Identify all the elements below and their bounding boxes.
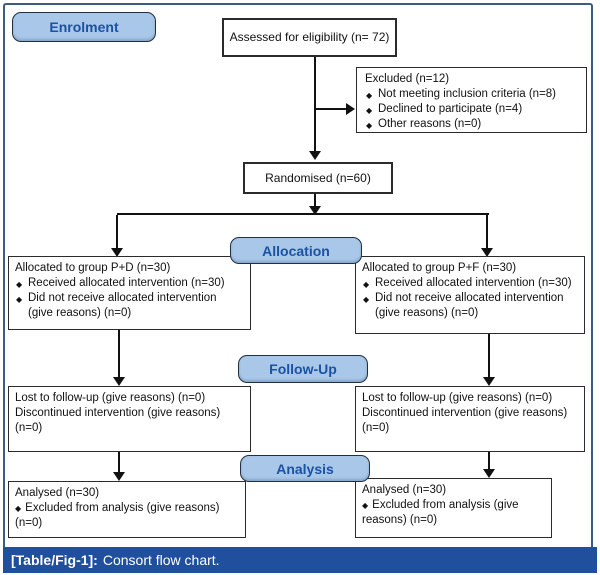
diamond-bullet-icon: ◆	[16, 295, 23, 304]
arrowhead-to-branch	[309, 206, 321, 215]
arrowhead-to-follow-left	[113, 377, 125, 386]
connector-branch-left	[116, 215, 118, 249]
box-analysed-left: Analysed (n=30) ◆Excluded from analysis …	[8, 481, 246, 538]
follow-left-line: Lost to follow-up (give reasons) (n=0)	[15, 392, 206, 404]
connector-alloc-follow-left	[118, 330, 120, 377]
follow-right-line: Lost to follow-up (give reasons) (n=0)	[362, 392, 553, 404]
arrowhead-to-alloc-left	[111, 248, 123, 257]
alloc-left-title: Allocated to group P+D (n=30)	[15, 262, 171, 274]
randomised-text: Randomised (n=60)	[265, 170, 371, 185]
box-followup-right: Lost to follow-up (give reasons) (n=0) D…	[355, 386, 585, 452]
figure-caption-bar: [Table/Fig-1]: Consort flow chart.	[3, 547, 597, 573]
arrowhead-to-analysis-right	[483, 469, 495, 478]
box-allocated-left: Allocated to group P+D (n=30) ◆Received …	[8, 256, 251, 330]
stage-label-enrolment-text: Enrolment	[49, 19, 119, 35]
connector-branch-right	[486, 215, 488, 249]
alloc-left-item: ◆Received allocated intervention (n=30)	[15, 276, 244, 291]
excluded-title: Excluded (n=12)	[365, 73, 450, 85]
connector-randomised-branch	[314, 194, 316, 207]
analysis-right-title: Analysed (n=30)	[362, 484, 447, 496]
figure-caption-text: Consort flow chart.	[102, 552, 220, 568]
diamond-bullet-icon: ◆	[366, 106, 373, 115]
diamond-bullet-icon: ◆	[366, 91, 373, 100]
stage-label-allocation-text: Allocation	[262, 242, 330, 259]
analysis-left-title: Analysed (n=30)	[15, 487, 100, 499]
box-analysed-right: Analysed (n=30) ◆Excluded from analysis …	[355, 478, 552, 538]
follow-left-line: Discontinued intervention (give reasons)…	[15, 407, 221, 434]
arrowhead-to-analysis-left	[113, 472, 125, 481]
box-randomised: Randomised (n=60)	[243, 162, 393, 194]
box-assessed-for-eligibility: Assessed for eligibility (n= 72)	[222, 18, 397, 57]
alloc-right-title: Allocated to group P+F (n=30)	[362, 262, 517, 274]
diamond-bullet-icon: ◆	[16, 280, 23, 289]
excluded-item: ◆Declined to participate (n=4)	[365, 102, 578, 117]
connector-follow-analysis-right	[488, 452, 490, 470]
follow-right-line: Discontinued intervention (give reasons)…	[362, 407, 568, 434]
stage-label-analysis: Analysis	[240, 455, 370, 482]
box-allocated-right: Allocated to group P+F (n=30) ◆Received …	[355, 256, 585, 334]
arrowhead-to-alloc-right	[481, 248, 493, 257]
arrowhead-to-excluded	[346, 103, 355, 115]
alloc-right-item: ◆Did not receive allocated intervention …	[363, 292, 564, 319]
diamond-bullet-icon: ◆	[362, 501, 369, 510]
box-excluded: Excluded (n=12) ◆Not meeting inclusion c…	[356, 67, 587, 133]
arrowhead-to-follow-right	[483, 377, 495, 386]
connector-assessed-randomised	[314, 57, 316, 152]
analysis-right-item: ◆Excluded from analysis (give reasons) (…	[362, 499, 519, 526]
alloc-left-item: ◆Did not receive allocated intervention …	[16, 292, 217, 319]
connector-to-excluded	[315, 108, 347, 110]
stage-label-allocation: Allocation	[230, 237, 362, 264]
excluded-item: ◆Other reasons (n=0)	[365, 117, 578, 132]
stage-label-followup-text: Follow-Up	[269, 361, 337, 377]
diamond-bullet-icon: ◆	[15, 504, 22, 513]
diamond-bullet-icon: ◆	[366, 121, 373, 130]
branch-line	[117, 213, 489, 215]
box-followup-left: Lost to follow-up (give reasons) (n=0) D…	[8, 386, 251, 452]
arrowhead-to-randomised	[309, 151, 321, 160]
diamond-bullet-icon: ◆	[363, 280, 370, 289]
alloc-right-item: ◆Received allocated intervention (n=30)	[362, 276, 578, 291]
connector-alloc-follow-right	[488, 334, 490, 377]
assessed-text: Assessed for eligibility (n= 72)	[229, 30, 390, 44]
stage-label-analysis-text: Analysis	[276, 460, 334, 477]
stage-label-enrolment: Enrolment	[12, 12, 156, 42]
analysis-left-item: ◆Excluded from analysis (give reasons) (…	[15, 502, 220, 529]
excluded-item: ◆Not meeting inclusion criteria (n=8)	[365, 87, 578, 102]
figure-caption-tag: [Table/Fig-1]:	[11, 552, 98, 568]
diamond-bullet-icon: ◆	[363, 295, 370, 304]
stage-label-followup: Follow-Up	[238, 355, 368, 383]
connector-follow-analysis-left	[118, 452, 120, 473]
